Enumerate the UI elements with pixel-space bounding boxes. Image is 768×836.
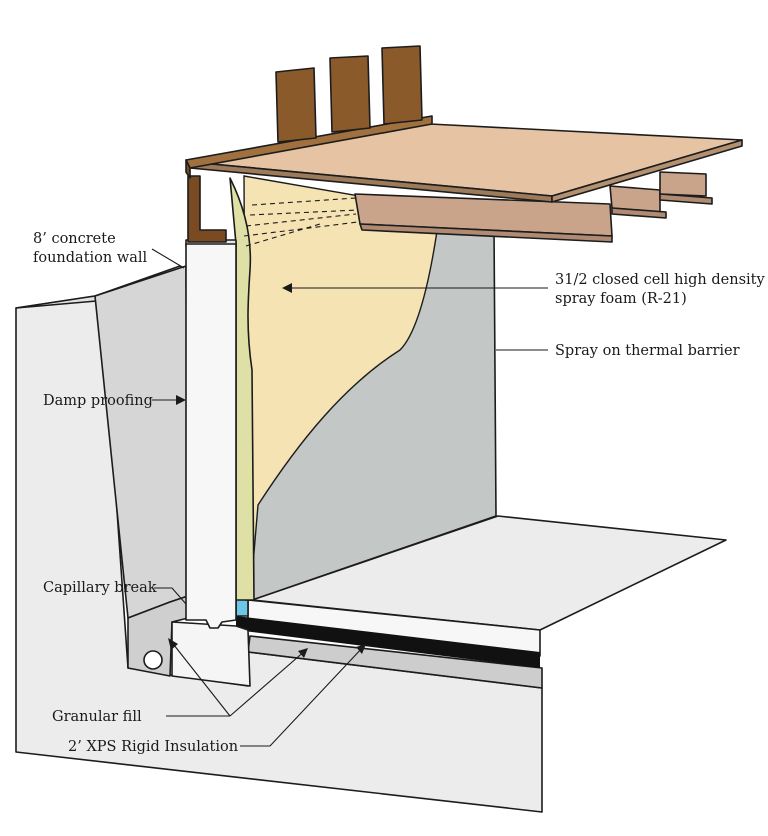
floor-slab	[235, 515, 727, 668]
sill-and-rim	[187, 175, 227, 243]
soil-block	[15, 265, 543, 813]
granular-fill-label: Granular fill	[52, 709, 142, 725]
spray-foam-label-line2: spray foam (R-21)	[555, 291, 687, 307]
stud-middle	[329, 55, 371, 133]
joist-mid-bottom	[611, 207, 667, 219]
damp-proofing-label: Damp proofing	[43, 393, 153, 409]
wall-studs	[185, 45, 423, 179]
xps-insulation-label: 2’ XPS Rigid Insulation	[68, 739, 238, 755]
joist-front-bottom	[359, 223, 613, 243]
drain-pipe	[143, 650, 163, 670]
foundation-wall-label-line1: 8’ concrete	[33, 231, 116, 247]
capillary-break-label: Capillary break	[43, 580, 157, 596]
labels: 8’ concrete foundation wall 31/2 closed …	[33, 231, 765, 755]
joist-back-bottom	[659, 193, 713, 205]
hidden-joist-lines	[243, 197, 359, 247]
granular-fill-region	[247, 635, 543, 689]
concrete-footing	[171, 621, 251, 687]
trench-fill	[127, 595, 189, 677]
foundation-wall-face	[185, 243, 237, 629]
spray-foam-label-line1: 31/2 closed cell high density	[555, 272, 765, 288]
stud-right	[381, 45, 423, 125]
floor-joists	[354, 171, 713, 243]
poly-vapour-barrier	[236, 616, 540, 668]
rim-joist	[187, 175, 227, 243]
foundation-wall	[185, 239, 237, 629]
spray-foam	[243, 175, 441, 601]
stud-left	[275, 67, 317, 143]
thermal-barrier-label: Spray on thermal barrier	[555, 343, 740, 359]
subfloor-right-edge	[551, 139, 743, 203]
leader-lines	[151, 248, 548, 747]
joist-back	[659, 171, 707, 197]
foundation-wall-label-line2: foundation wall	[33, 250, 148, 266]
top-plate-left	[185, 159, 191, 179]
